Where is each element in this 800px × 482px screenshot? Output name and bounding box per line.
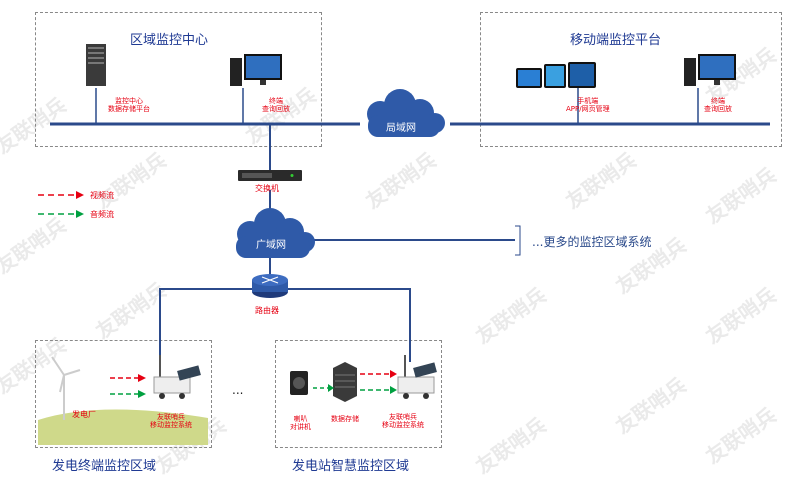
- power-plant-label: 发电厂: [72, 410, 96, 419]
- server-tower: [86, 44, 106, 86]
- speaker-label-line1: 喇叭: [293, 415, 308, 423]
- legend-video: 视频流: [90, 191, 114, 200]
- mobile-label: 手机端 APP/网页管理: [566, 97, 610, 113]
- speaker-device: [290, 371, 308, 395]
- mobile-platform-box: [480, 12, 782, 147]
- patrol2-label-line1: 友联哨兵: [389, 413, 417, 421]
- server-label-line1: 监控中心: [115, 97, 143, 105]
- terminal-area-box: [35, 340, 212, 448]
- server-label: 监控中心 数据存储平台: [108, 97, 150, 113]
- terminal1-label: 终端 查询回放: [262, 97, 290, 113]
- storage-device: [333, 362, 357, 402]
- terminal2-label-line2: 查询回放: [704, 105, 732, 113]
- patrol2-label-line2: 移动监控系统: [382, 421, 424, 429]
- monitor-center-box: [35, 12, 322, 147]
- lan-cloud: [367, 89, 445, 137]
- patrol1-label: 友联哨兵 移动监控系统: [150, 413, 192, 429]
- switch-device: [238, 170, 302, 181]
- smart-area-title: 发电站智慧监控区域: [292, 459, 410, 474]
- router-device: [252, 274, 288, 298]
- flow-arrows: [110, 370, 397, 398]
- mobile-label-line2: APP/网页管理: [566, 105, 610, 113]
- legend-audio: 音频流: [90, 210, 114, 219]
- speaker-label-line2: 对讲机: [290, 423, 311, 431]
- speaker-label: 喇叭 对讲机: [290, 415, 311, 431]
- legend-lines: [38, 191, 84, 218]
- mobile-devices: [516, 62, 596, 88]
- wan-label: 广域网: [256, 240, 286, 251]
- terminal-area-title: 发电终端监控区域: [52, 459, 157, 474]
- ellipsis-label: ...: [232, 383, 244, 397]
- pc-terminal-2: [684, 54, 736, 86]
- router-label: 路由器: [255, 306, 279, 315]
- switch-label: 交换机: [255, 184, 279, 193]
- pc-terminal-1: [230, 54, 282, 86]
- mobile-unit-2: [397, 355, 437, 399]
- more-systems-label: ...更多的监控区域系统: [532, 235, 652, 249]
- patrol1-label-line2: 移动监控系统: [150, 421, 192, 429]
- mobile-platform-title: 移动端监控平台: [570, 33, 662, 48]
- mobile-unit-1: [153, 355, 201, 399]
- terminal2-label-line1: 终端: [711, 97, 725, 105]
- patrol2-label: 友联哨兵 移动监控系统: [382, 413, 424, 429]
- terminal1-label-line2: 查询回放: [262, 105, 290, 113]
- terminal2-label: 终端 查询回放: [704, 97, 732, 113]
- wan-cloud: [236, 208, 315, 258]
- lan-label: 局域网: [386, 123, 416, 134]
- smart-area-box: [275, 340, 442, 448]
- terminal1-label-line1: 终端: [269, 97, 283, 105]
- monitor-center-title: 区域监控中心: [130, 33, 209, 48]
- server-label-line2: 数据存储平台: [108, 105, 150, 113]
- patrol1-label-line1: 友联哨兵: [157, 413, 185, 421]
- mobile-label-line1: 手机端: [577, 97, 599, 105]
- power-plant-scene: [38, 356, 208, 445]
- storage-label: 数据存储: [331, 415, 359, 423]
